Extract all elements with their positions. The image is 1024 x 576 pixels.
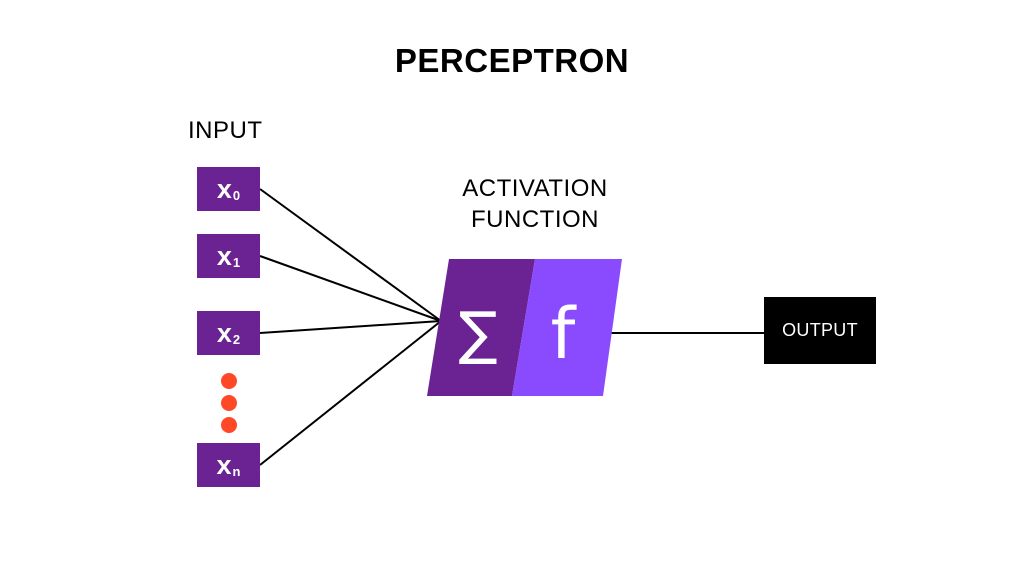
input-x2-subscript: 2 [232,331,241,347]
function-symbol: f [551,293,577,375]
activation-function-label: ACTIVATION FUNCTION [435,173,635,235]
wire-xn [259,320,442,466]
diagram-title: PERCEPTRON [394,42,630,79]
wire-x2 [259,320,442,334]
ellipsis-dot-1 [221,373,237,389]
wire-x1 [259,255,442,322]
sum-symbol: ∑ [458,299,497,367]
output-box: OUTPUT [764,297,876,364]
activation-label-line2: FUNCTION [471,206,599,233]
ellipsis-dot-2 [221,395,237,411]
input-label: INPUT [188,117,263,144]
input-x1-subscript: 1 [232,254,241,270]
input-x1-symbol: x [216,240,232,271]
wire-x0 [259,188,442,322]
ellipsis-dot-3 [221,417,237,433]
input-xn-subscript: n [232,463,241,479]
output-label: OUTPUT [782,320,858,340]
sum-block [427,259,535,396]
input-x2-symbol: x [216,317,232,348]
activation-label-line1: ACTIVATION [462,175,608,202]
input-xn-symbol: x [216,449,232,480]
function-block [512,259,622,396]
input-x0-symbol: x [216,173,232,204]
input-x0-subscript: 0 [232,187,241,203]
